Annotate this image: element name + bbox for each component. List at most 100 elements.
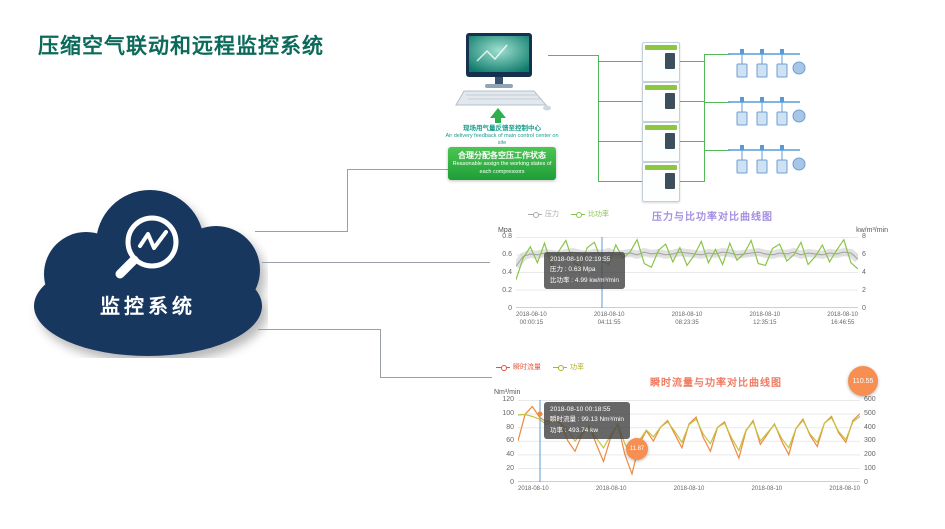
tooltip-line: 功率 : 493.74 kw [550,426,599,434]
assign-box-en: Reasonable assign the working states of … [452,161,552,175]
x-tick-label: 2018-08-10 [595,486,627,492]
cloud-shape [34,190,262,356]
assign-status-box: 合理分配各空压工作状态 Reasonable assign the workin… [448,147,556,180]
magnifier-chart-icon [115,215,179,279]
air-treatment-cluster [728,142,808,178]
pipe-line [598,101,642,102]
y-tick-label: 6 [862,251,866,258]
chart-tooltip: 2018-08-10 00:18:55 瞬时流量 : 99.13 Nm³/min 功… [544,402,631,440]
y-tick-label: 400 [864,423,876,431]
connector-line [347,169,452,170]
feedback-caption: 现场用气量反馈至控制中心 Air delivery feedback of ma… [442,125,562,147]
legend-label: 比功率 [588,211,609,218]
y-ticks-left: 0.8 0.6 0.4 0.2 0 [490,233,512,312]
cursor-point [537,411,543,417]
line-marker-icon [553,364,567,371]
pipe-line [704,54,730,55]
y-tick-label: 80 [506,423,514,431]
pipe-line [704,150,730,151]
tooltip-line: 比功率 : 4.99 kw/m³/min [550,276,619,284]
connector-line [347,169,348,232]
compressor-unit [642,162,680,202]
tooltip-line: 压力 : 0.63 Mpa [550,266,596,274]
feedback-caption-cn: 现场用气量反馈至控制中心 [463,125,541,132]
y-tick-label: 600 [864,396,876,403]
pipe-line [704,54,705,182]
compressor-unit [642,82,680,122]
x-tick-label: 2018-08-10 [518,486,549,492]
y-tick-label: 2 [862,287,866,294]
pipe-line [678,101,704,102]
connector-line [258,329,380,330]
y-tick-label: 100 [864,465,876,473]
y-tick-label: 300 [864,437,876,445]
control-computer [455,33,551,111]
pipe-line [678,181,704,182]
pipe-line [704,102,730,103]
legend-label: 功率 [570,364,584,371]
y-tick-label: 0.8 [502,233,512,240]
assign-box-cn: 合理分配各空压工作状态 [458,151,546,160]
chart-tooltip: 2018-08-10 02:19:55 压力 : 0.63 Mpa 比功率 : 4.… [544,252,625,290]
tooltip-line: 2018-08-10 00:18:55 [550,406,611,413]
x-tick-label: 2018-08-10 [829,486,860,492]
tooltip-line: 瞬时流量 : 99.13 Nm³/min [550,416,625,424]
line-marker-icon [528,211,542,218]
pipe-line [598,181,642,182]
y-tick-label: 0.2 [502,287,512,294]
y-tick-label: 120 [502,396,514,403]
chart-legend: 压力 比功率 [528,209,609,219]
air-treatment-cluster [728,46,808,82]
y-tick-label: 0 [864,478,868,486]
tooltip-line: 2018-08-10 02:19:55 [550,256,611,263]
series-power [518,413,860,459]
x-tick-label: 2018-08-10 [751,486,783,492]
legend-item-power: 功率 [553,362,584,372]
compressor-unit [642,122,680,162]
air-treatment-cluster [728,94,808,130]
y-tick-label: 200 [864,451,876,459]
pipe-line [598,141,642,142]
x-ticks: 2018-08-10 2018-08-10 2018-08-10 2018-08-10… [518,486,860,494]
chart-title: 压力与比功率对比曲线图 [652,212,773,223]
y-axis-unit-right: kw/m³/min [856,227,888,234]
y-tick-label: 0 [508,305,512,312]
line-marker-icon [571,211,585,218]
y-tick-label: 40 [506,451,514,459]
y-tick-label: 0 [862,305,866,312]
y-axis-unit-left: Nm³/min [494,389,521,396]
chart-legend: 瞬时流量 功率 [496,362,584,372]
y-tick-label: 0 [510,478,514,486]
monitoring-cloud [34,190,262,356]
y-tick-label: 100 [502,409,514,417]
feedback-caption-en: Air delivery feedback of main control ce… [445,133,559,146]
y-tick-label: 0.6 [502,251,512,258]
y-tick-label: 0.4 [502,269,512,276]
connector-line [255,231,347,232]
connector-line [380,329,381,377]
chart-title: 瞬时流量与功率对比曲线图 [650,378,782,389]
legend-item-pressure: 压力 [528,209,559,219]
y-tick-label: 60 [506,437,514,445]
y-axis-unit-left: Mpa [498,227,512,234]
compressor-unit [642,42,680,82]
page-title: 压缩空气联动和远程监控系统 [38,35,324,59]
pipe-line [548,55,598,56]
feedback-up-arrow-icon [490,108,506,124]
max-value-badge: 110.55 [848,366,878,396]
legend-item-flow: 瞬时流量 [496,362,541,372]
line-marker-icon [496,364,510,371]
x-tick-label: 2018-08-10 [673,486,705,492]
pipe-line [678,141,704,142]
low-value-badge: 11.87 [626,438,648,460]
